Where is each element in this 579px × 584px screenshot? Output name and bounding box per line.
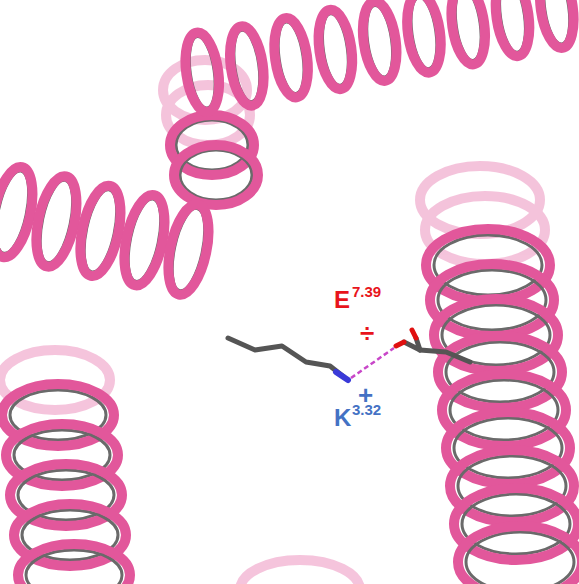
charge-sign: ÷ — [360, 320, 374, 346]
residue-letter: K — [334, 406, 351, 430]
residue-letter: E — [334, 288, 350, 312]
residue-number: 3.32 — [352, 402, 381, 417]
residue-number: 7.39 — [352, 284, 381, 299]
